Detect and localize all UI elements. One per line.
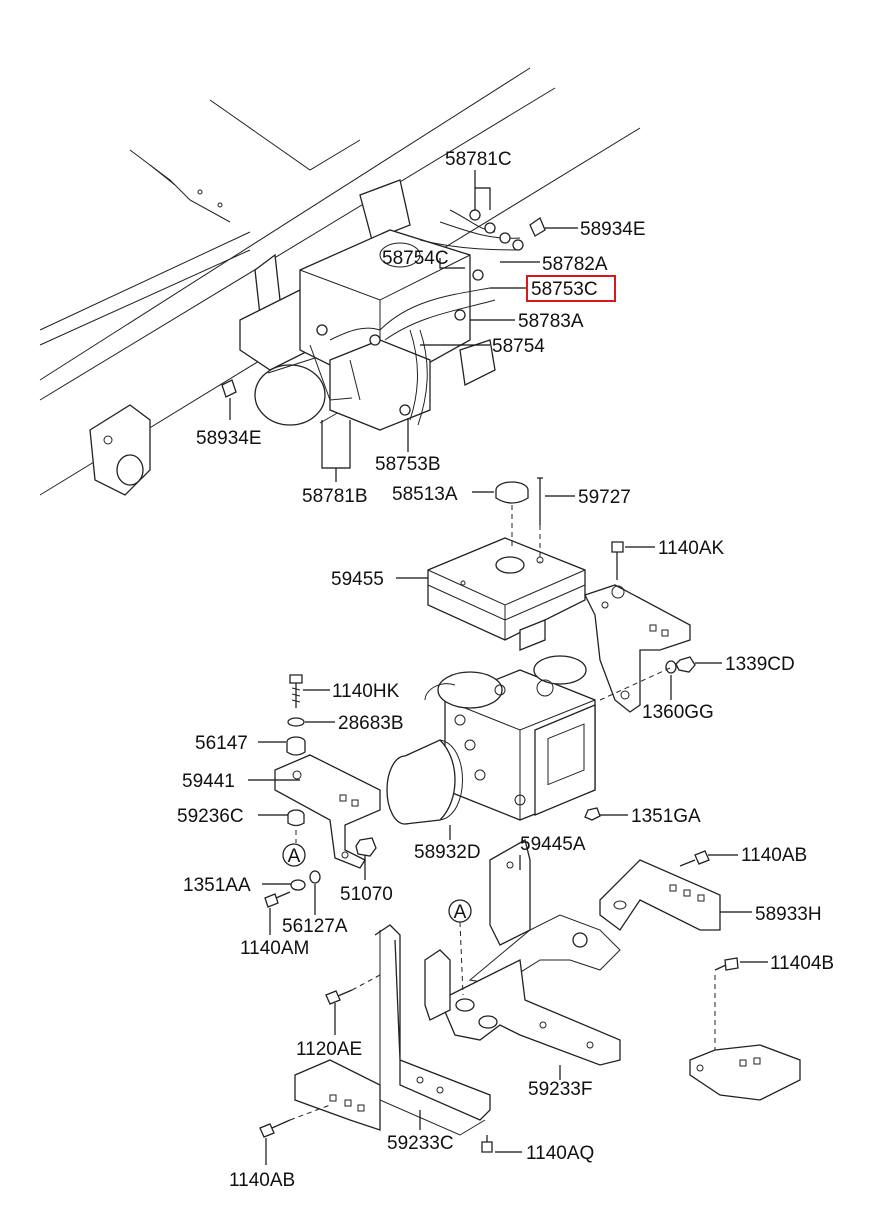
label-59441: 59441 bbox=[182, 771, 235, 792]
nut-1339CD bbox=[675, 656, 696, 673]
label-59236C: 59236C bbox=[177, 806, 244, 827]
nut-51070 bbox=[355, 837, 377, 857]
washer-28683B bbox=[287, 717, 305, 727]
bolt-11404B bbox=[714, 957, 739, 971]
cap-58513A bbox=[495, 481, 529, 550]
label-58753C: 58753C bbox=[531, 279, 598, 300]
label-1140AQ: 1140AQ bbox=[526, 1143, 594, 1164]
frame-rail bbox=[39, 67, 641, 496]
bolt-59727 bbox=[537, 477, 543, 562]
svg-text:A: A bbox=[288, 846, 301, 867]
bolt-1140AQ bbox=[481, 1135, 493, 1153]
hcu-body bbox=[424, 655, 596, 821]
label-56147: 56147 bbox=[195, 733, 248, 754]
label-1339CD: 1339CD bbox=[725, 654, 795, 675]
label-1140HK: 1140HK bbox=[332, 681, 400, 702]
label-1351AA: 1351AA bbox=[183, 875, 251, 896]
bracket-59233F bbox=[439, 959, 621, 1066]
label-58934E-left: 58934E bbox=[196, 428, 262, 449]
bolt-1140AM bbox=[264, 891, 291, 908]
label-1120AE: 1120AE bbox=[296, 1039, 362, 1060]
label-58753B: 58753B bbox=[375, 454, 441, 475]
bracket-small-right bbox=[689, 975, 801, 1101]
washer-1351AA bbox=[290, 879, 306, 891]
motor-58932D bbox=[386, 739, 463, 825]
bracket-small-left bbox=[294, 1059, 381, 1131]
leader-lines bbox=[229, 170, 768, 1165]
label-1360GG: 1360GG bbox=[642, 702, 714, 723]
label-58783A: 58783A bbox=[518, 311, 584, 332]
bracket-58933H bbox=[599, 859, 721, 931]
bolt-1140HK bbox=[289, 674, 303, 708]
washer-56127A bbox=[309, 870, 321, 884]
label-58754: 58754 bbox=[492, 336, 545, 357]
label-56127A: 56127A bbox=[282, 916, 348, 937]
reservoir-59455 bbox=[427, 537, 586, 651]
part-labels: 58781C 58934E 58754C 58782A 58753C 58783… bbox=[177, 149, 834, 1191]
label-58781C: 58781C bbox=[445, 149, 512, 170]
bracket-right bbox=[584, 584, 691, 713]
washer-1360GG bbox=[665, 660, 677, 674]
svg-text:A: A bbox=[454, 902, 467, 923]
installed-hcu-assembly bbox=[221, 179, 546, 431]
label-59445A: 59445A bbox=[520, 834, 586, 855]
bolt-1140AK bbox=[611, 541, 624, 580]
reference-circle-A-left: A bbox=[282, 843, 306, 867]
bolt-1140AB-top bbox=[679, 850, 710, 867]
reference-circle-A-right: A bbox=[448, 899, 472, 996]
bracket-59441 bbox=[274, 754, 381, 869]
highlight-58753C bbox=[526, 275, 616, 302]
bolt-1120AE bbox=[325, 974, 381, 1005]
label-58781B: 58781B bbox=[302, 486, 368, 507]
label-59455: 59455 bbox=[331, 569, 384, 590]
label-1140AB-bottom: 1140AB bbox=[229, 1170, 295, 1191]
bushing-56147 bbox=[286, 736, 306, 756]
bushing-59236C bbox=[287, 809, 305, 827]
label-1140AM: 1140AM bbox=[240, 938, 309, 959]
label-11404B: 11404B bbox=[770, 953, 834, 974]
label-58782A: 58782A bbox=[542, 254, 608, 275]
label-58934E-top: 58934E bbox=[580, 219, 646, 240]
label-1351GA: 1351GA bbox=[631, 806, 701, 827]
bolt-1140AB-bottom bbox=[259, 1104, 331, 1138]
label-58933H: 58933H bbox=[755, 904, 822, 925]
label-1140AK: 1140AK bbox=[658, 538, 725, 559]
label-1140AB-top: 1140AB bbox=[741, 845, 807, 866]
label-28683B: 28683B bbox=[338, 713, 404, 734]
label-58932D: 58932D bbox=[414, 842, 481, 863]
label-51070: 51070 bbox=[340, 884, 393, 905]
label-59233F: 59233F bbox=[528, 1079, 592, 1100]
bracket-59445A bbox=[468, 839, 621, 986]
label-59233C: 59233C bbox=[387, 1133, 454, 1154]
label-58513A: 58513A bbox=[392, 484, 458, 505]
label-58754C: 58754C bbox=[382, 248, 449, 269]
label-59727: 59727 bbox=[578, 487, 631, 508]
nut-1351GA bbox=[584, 807, 601, 821]
